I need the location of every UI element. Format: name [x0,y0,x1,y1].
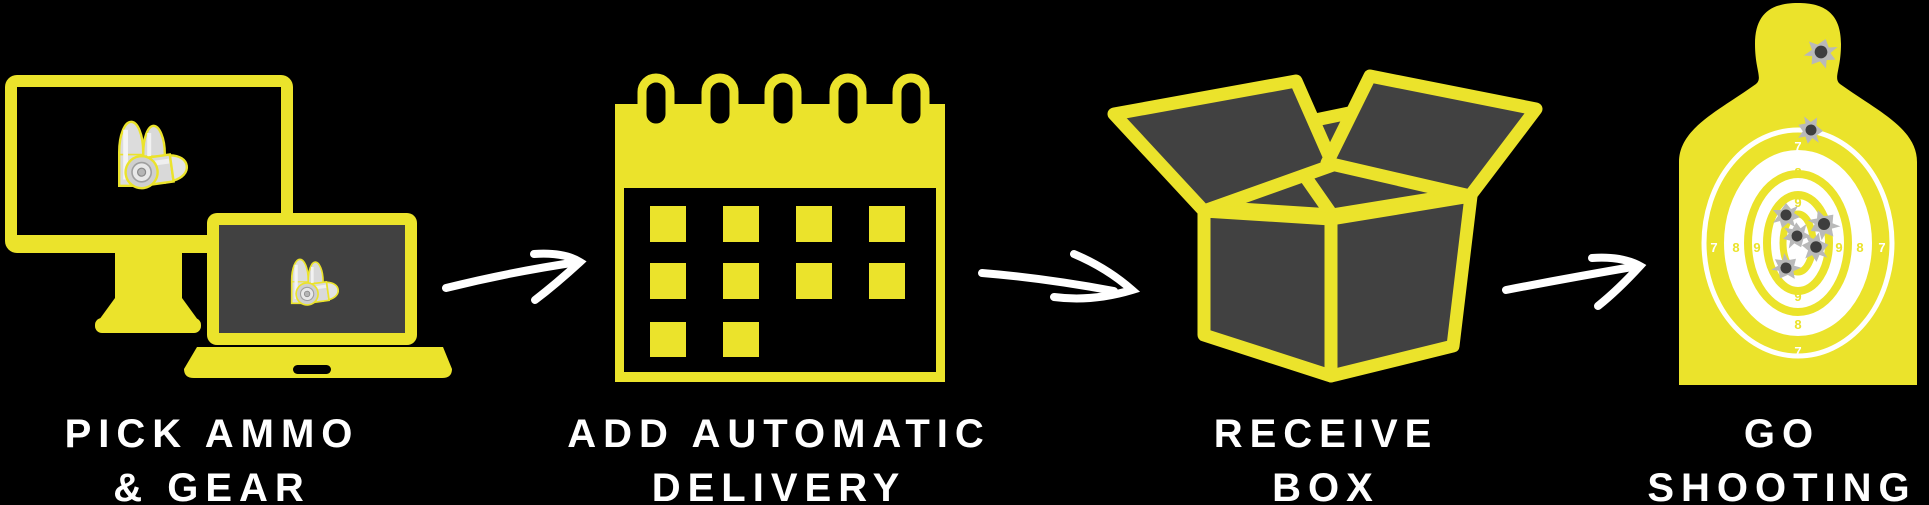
svg-text:9: 9 [1835,240,1842,255]
svg-text:7: 7 [1794,344,1801,359]
box-front-right-face [1324,189,1478,383]
step-label-add-delivery-line2: DELIVERY [651,466,907,505]
arrow-icon [978,250,1141,303]
box-front-left-face [1197,204,1338,383]
svg-text:9: 9 [1794,289,1801,304]
calendar-icon [615,73,945,382]
step-label-add-delivery-line1: ADD AUTOMATIC [567,412,991,456]
calendar-day-cells [650,206,905,357]
step-label-go-shooting-line1: GO [1743,412,1821,456]
desktop-laptop-ammo-icon [5,75,452,378]
step-label-pick-ammo-line2: & GEAR [113,466,311,505]
step-label-receive-box-line1: RECEIVE [1213,412,1439,456]
svg-text:8: 8 [1794,317,1801,332]
step-label-receive-box-line2: BOX [1272,466,1380,505]
box-left-flap [1107,74,1340,218]
box-right-flap [1320,69,1543,203]
svg-text:7: 7 [1878,240,1885,255]
open-shipping-box-icon [1107,69,1543,383]
svg-text:7: 7 [1794,139,1801,154]
svg-text:8: 8 [1794,165,1801,180]
arrow-icon [1502,253,1647,310]
arrow-icon [442,249,587,304]
svg-text:8: 8 [1856,240,1863,255]
step-label-go-shooting-line2: SHOOTING [1647,466,1917,505]
svg-text:7: 7 [1710,240,1717,255]
svg-text:9: 9 [1753,240,1760,255]
svg-text:9: 9 [1794,195,1801,210]
target-ring-numbers: 7 7 7 7 8 8 8 8 9 9 9 9 [1710,139,1885,359]
calendar-binder-rings [637,73,930,133]
step-label-pick-ammo-line1: PICK AMMO [64,412,360,456]
silhouette-target-icon: 7 7 7 7 8 8 8 8 9 9 9 9 [1679,3,1917,385]
svg-text:8: 8 [1732,240,1739,255]
